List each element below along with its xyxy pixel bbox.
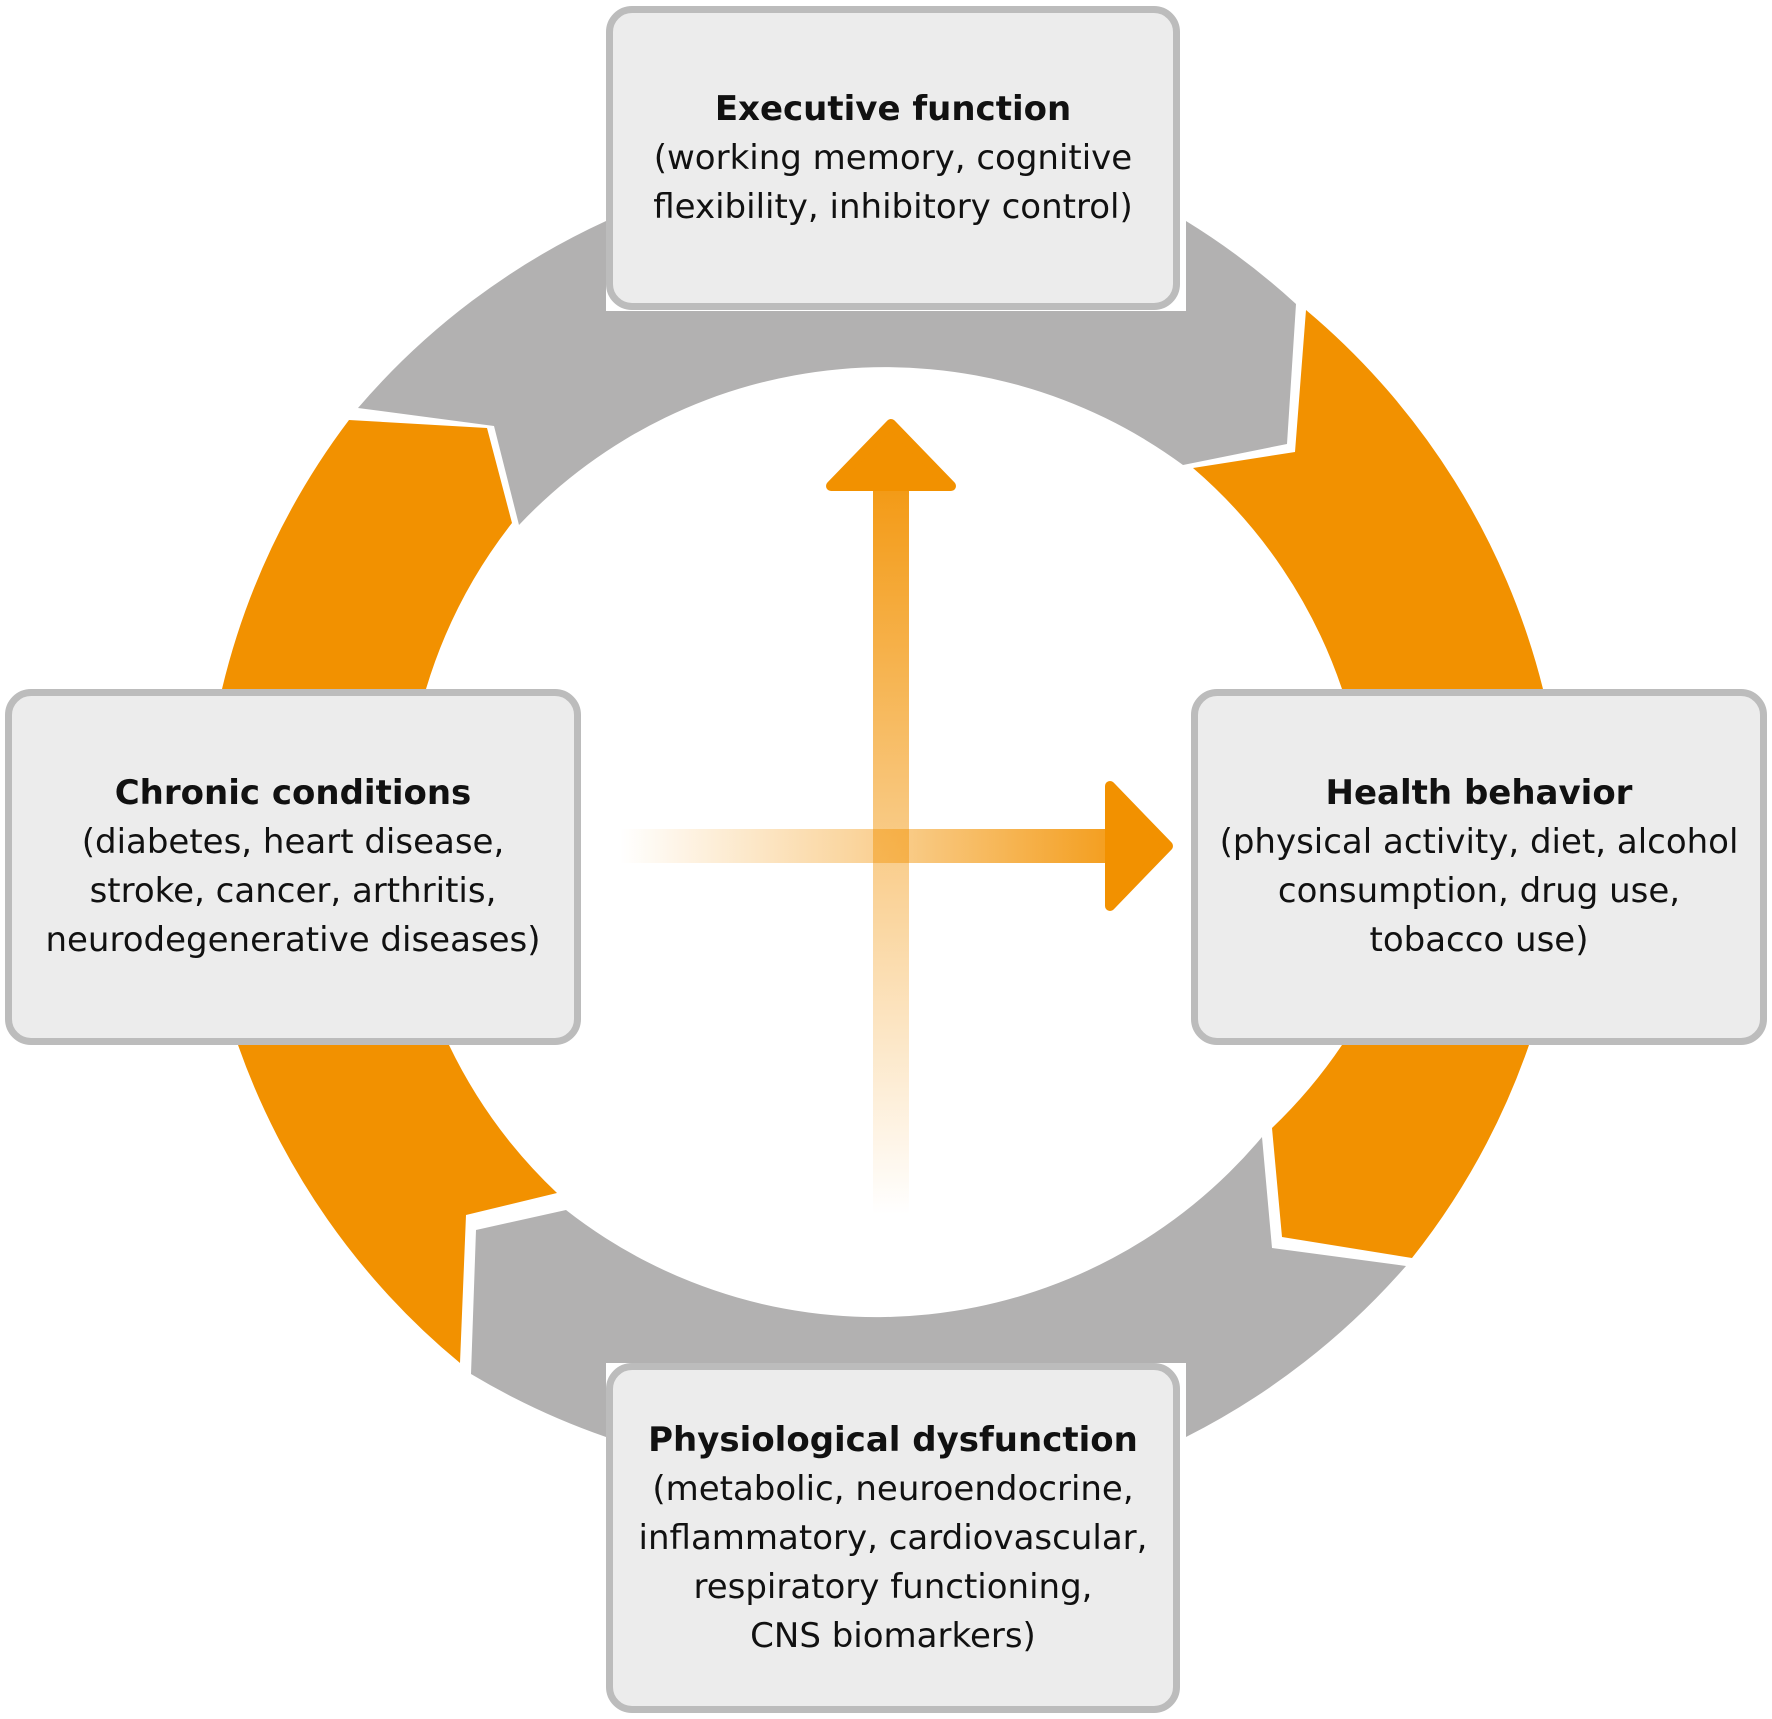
ring-segment-top-gray xyxy=(358,221,1296,525)
ring-segment-left-top-orange xyxy=(222,420,512,689)
node-physiological-dysfunction: Physiological dysfunction (metabolic, ne… xyxy=(606,1363,1180,1713)
ring-segment-bottom-gray xyxy=(471,1137,1406,1437)
node-chronic-conditions-title: Chronic conditions xyxy=(114,773,472,813)
node-health-behavior: Health behavior (physical activity, diet… xyxy=(1191,689,1767,1045)
cycle-ring xyxy=(222,221,1543,1437)
node-executive-function-title: Executive function xyxy=(714,88,1072,129)
ring-segment-right-top-orange xyxy=(1193,310,1543,689)
arrow-right-to-health-behavior xyxy=(620,781,1173,911)
node-executive-function-detail: (working memory, cognitive flexibility, … xyxy=(653,137,1133,227)
node-health-behavior-title: Health behavior xyxy=(1325,773,1633,813)
node-chronic-conditions-detail: (diabetes, heart disease, stroke, cancer… xyxy=(45,822,541,960)
node-physiological-dysfunction-title: Physiological dysfunction xyxy=(648,1419,1138,1460)
ring-segment-right-bottom-orange xyxy=(1272,1045,1529,1258)
node-physiological-dysfunction-detail: (metabolic, neuroendocrine, inflammatory… xyxy=(638,1468,1148,1656)
node-executive-function: Executive function (working memory, cogn… xyxy=(606,6,1180,310)
ring-segment-left-bottom-orange xyxy=(238,1045,557,1363)
node-health-behavior-detail: (physical activity, diet, alcohol consum… xyxy=(1219,822,1739,960)
node-chronic-conditions: Chronic conditions (diabetes, heart dise… xyxy=(5,689,581,1045)
arrow-up-to-executive-function xyxy=(826,419,956,1215)
